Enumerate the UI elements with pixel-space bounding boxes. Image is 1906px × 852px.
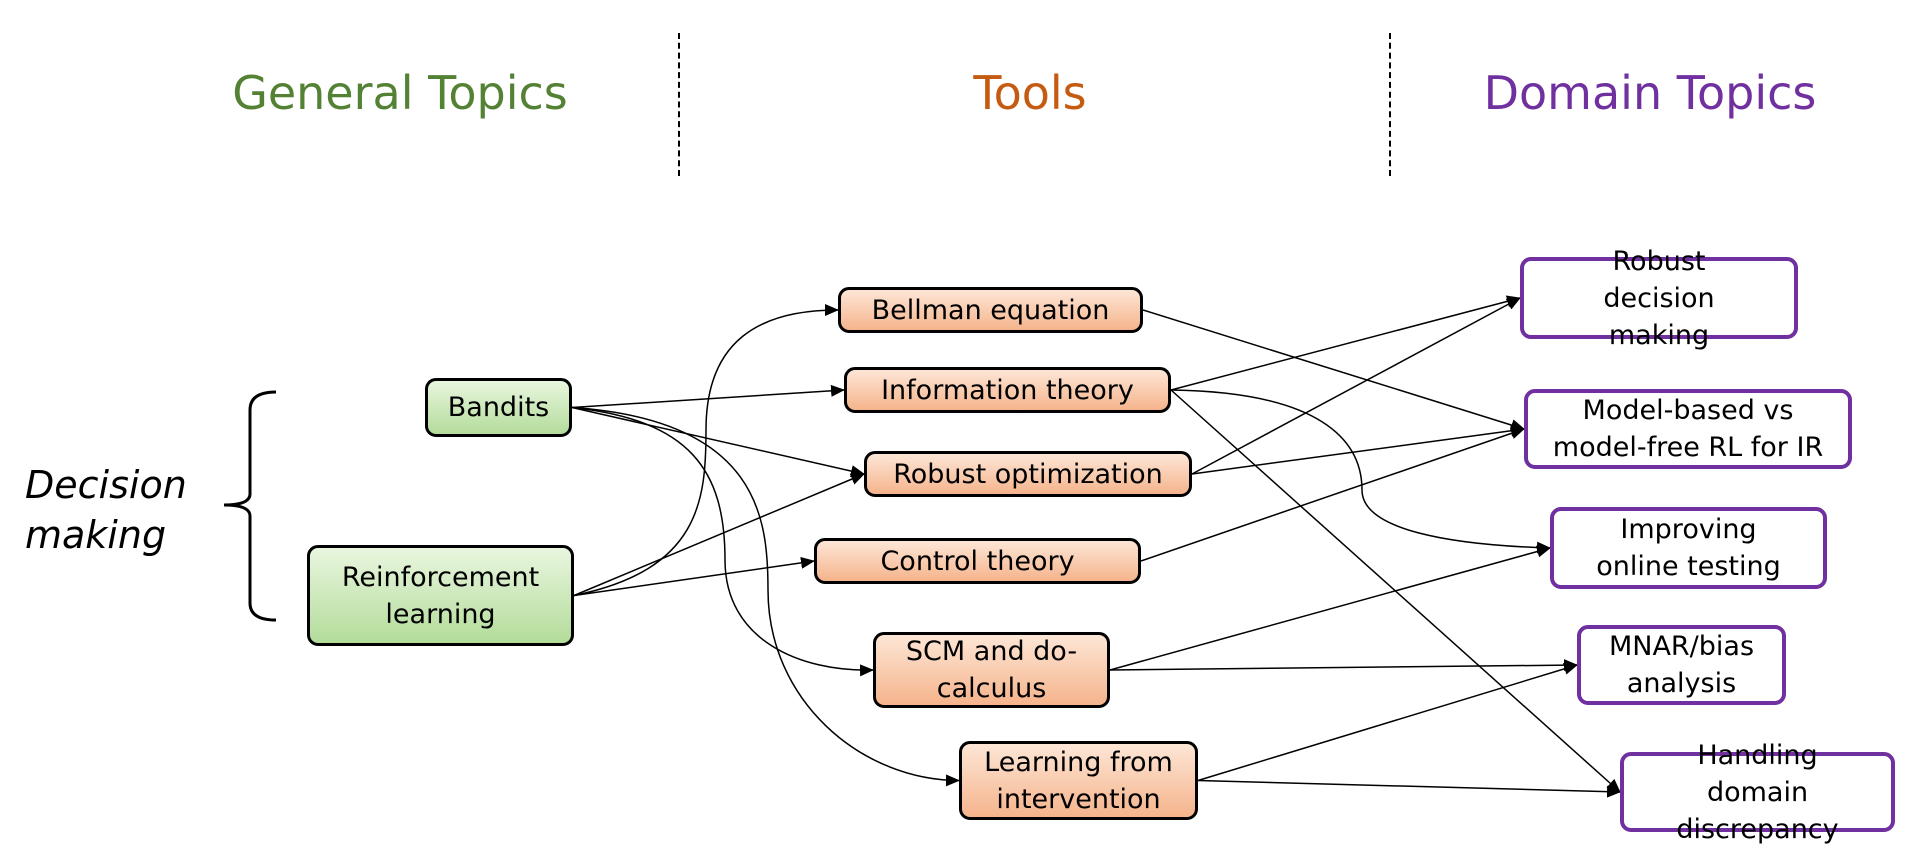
edge-robustopt-to-mbmf <box>1191 424 1525 475</box>
edge-scm-to-online <box>1109 545 1551 671</box>
decision-making-label: Decision making <box>25 460 187 560</box>
node-robust-decision-making[interactable]: Robust decision making <box>1520 246 1798 351</box>
node-improving-online-testing[interactable]: Improving online testing <box>1550 507 1827 589</box>
edge-robustopt-to-robustdm <box>1191 297 1521 475</box>
header-general-topics: General Topics <box>232 66 568 120</box>
edge-scm-to-mnar <box>1109 659 1578 672</box>
node-control-theory[interactable]: Control theory <box>814 538 1141 584</box>
column-divider-left <box>678 33 680 176</box>
column-divider-right <box>1389 33 1391 176</box>
edge-rl-to-bellman <box>573 304 839 597</box>
edge-info-to-online <box>1170 389 1551 554</box>
node-robust-optimization[interactable]: Robust optimization <box>864 451 1192 497</box>
edge-control-to-mbmf <box>1140 427 1525 562</box>
node-handling-domain-discrepancy[interactable]: Handling domain discrepancy <box>1620 740 1895 845</box>
edge-rl-to-robustopt <box>573 473 865 597</box>
edge-lfi-to-discrepancy <box>1197 779 1621 798</box>
header-tools: Tools <box>973 66 1087 120</box>
edge-bandits-to-lfi <box>571 406 960 787</box>
decision-making-label-line2: making <box>25 513 167 557</box>
decision-making-brace <box>223 390 277 622</box>
node-reinforcement-learning[interactable]: Reinforcement learning <box>307 545 574 646</box>
edge-bandits-to-robustopt <box>571 406 865 477</box>
node-bellman-equation[interactable]: Bellman equation <box>838 287 1143 333</box>
node-scm-and-do-calculus[interactable]: SCM and do-calculus <box>873 632 1110 708</box>
decision-making-label-line1: Decision <box>25 463 187 507</box>
header-domain-topics: Domain Topics <box>1483 66 1817 120</box>
edge-lfi-to-mnar <box>1197 663 1578 782</box>
edge-info-to-robustdm <box>1170 295 1521 391</box>
node-learning-from-intervention[interactable]: Learning from intervention <box>959 741 1198 820</box>
node-bandits[interactable]: Bandits <box>425 378 572 437</box>
node-mnar-bias-analysis[interactable]: MNAR/bias analysis <box>1577 625 1786 705</box>
edge-bandits-to-scm <box>571 406 874 677</box>
edge-rl-to-control <box>573 556 815 597</box>
node-information-theory[interactable]: Information theory <box>844 367 1171 413</box>
node-model-based-vs-model-free-rl[interactable]: Model-based vs model-free RL for IR <box>1524 389 1852 469</box>
edge-bellman-to-mbmf <box>1142 309 1525 431</box>
